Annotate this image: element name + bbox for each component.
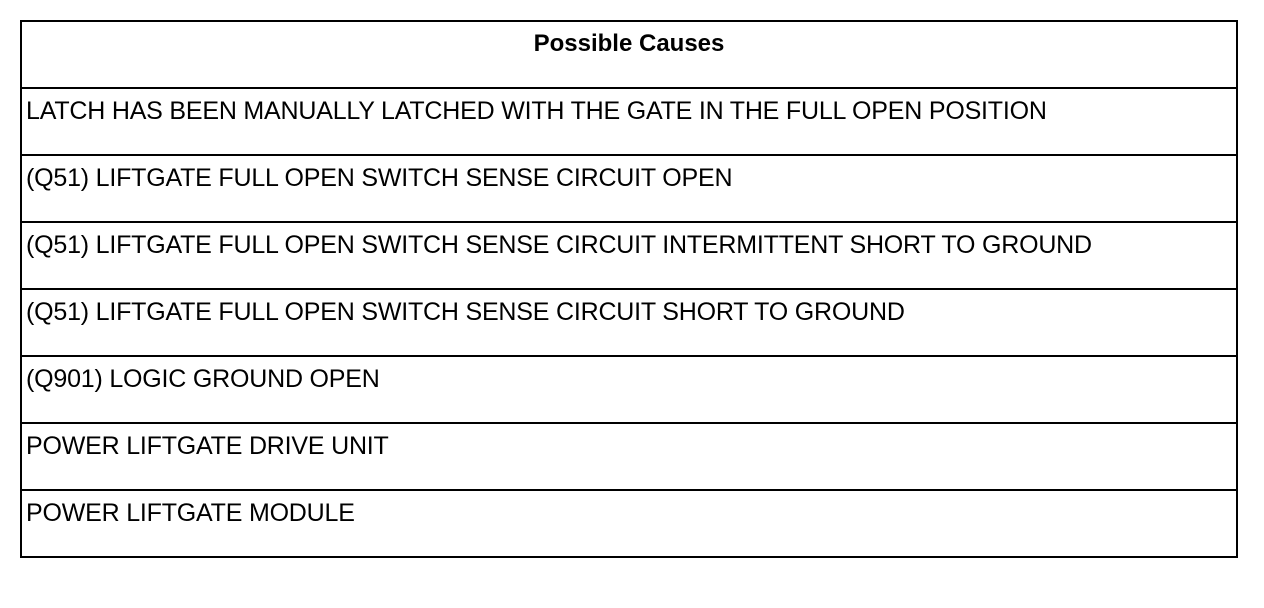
table-row: (Q51) LIFTGATE FULL OPEN SWITCH SENSE CI… bbox=[20, 288, 1238, 357]
possible-causes-table: Possible Causes LATCH HAS BEEN MANUALLY … bbox=[20, 20, 1238, 558]
table-header-possible-causes: Possible Causes bbox=[20, 20, 1238, 89]
table-row: (Q51) LIFTGATE FULL OPEN SWITCH SENSE CI… bbox=[20, 221, 1238, 290]
table-row: POWER LIFTGATE DRIVE UNIT bbox=[20, 422, 1238, 491]
cause-cell: (Q51) LIFTGATE FULL OPEN SWITCH SENSE CI… bbox=[20, 154, 1238, 223]
table-row: (Q51) LIFTGATE FULL OPEN SWITCH SENSE CI… bbox=[20, 154, 1238, 223]
cause-cell: POWER LIFTGATE MODULE bbox=[20, 489, 1238, 558]
table-row: POWER LIFTGATE MODULE bbox=[20, 489, 1238, 558]
cause-cell: POWER LIFTGATE DRIVE UNIT bbox=[20, 422, 1238, 491]
cause-cell: (Q51) LIFTGATE FULL OPEN SWITCH SENSE CI… bbox=[20, 288, 1238, 357]
table-row: (Q901) LOGIC GROUND OPEN bbox=[20, 355, 1238, 424]
table-row: LATCH HAS BEEN MANUALLY LATCHED WITH THE… bbox=[20, 87, 1238, 156]
cause-cell: LATCH HAS BEEN MANUALLY LATCHED WITH THE… bbox=[20, 87, 1238, 156]
table-header-row: Possible Causes bbox=[20, 20, 1238, 89]
cause-cell: (Q901) LOGIC GROUND OPEN bbox=[20, 355, 1238, 424]
cause-cell: (Q51) LIFTGATE FULL OPEN SWITCH SENSE CI… bbox=[20, 221, 1238, 290]
